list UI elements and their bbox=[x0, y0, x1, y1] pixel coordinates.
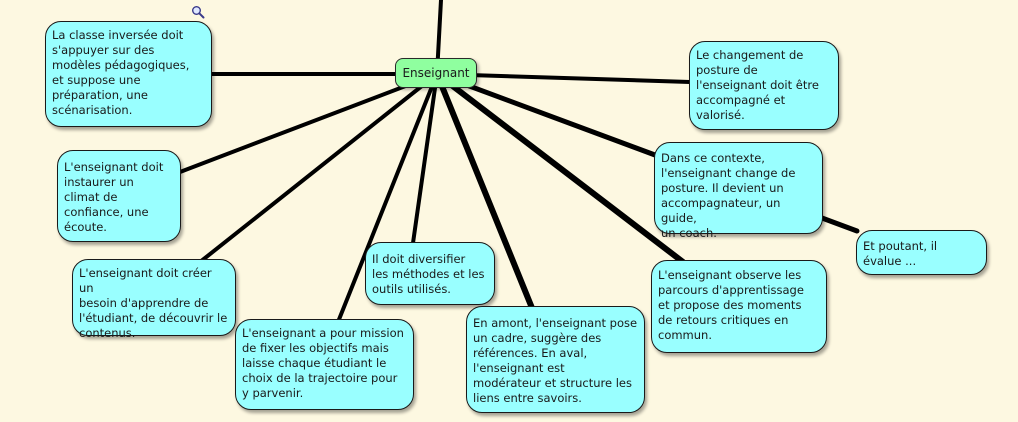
magnifier-icon[interactable] bbox=[191, 5, 205, 19]
node-observe-parcours[interactable]: L'enseignant observe les parcours d'appr… bbox=[651, 260, 827, 353]
link-center-n7 bbox=[411, 72, 439, 245]
link-center-n10 bbox=[434, 71, 535, 311]
node-climat-confiance[interactable]: L'enseignant doit instaurer un climat de… bbox=[57, 150, 181, 242]
node-evalue[interactable]: Et poutant, il évalue ... bbox=[856, 230, 987, 275]
link-center-n2 bbox=[435, 72, 692, 84]
node-contexte-posture[interactable]: Dans ce contexte, l'enseignant change de… bbox=[654, 142, 823, 240]
link-n4-n5 bbox=[819, 215, 860, 234]
node-changement-posture[interactable]: Le changement de posture de l'enseignant… bbox=[689, 41, 839, 130]
node-amont-aval[interactable]: En amont, l'enseignant pose un cadre, su… bbox=[466, 306, 645, 413]
central-topic-enseignant[interactable]: Enseignant bbox=[395, 58, 477, 88]
link-center-n8 bbox=[434, 71, 686, 265]
link-center-n6 bbox=[198, 72, 439, 264]
link-center-n9 bbox=[336, 72, 439, 324]
node-besoin-apprendre[interactable]: L'enseignant doit créer un besoin d'appr… bbox=[72, 259, 236, 340]
node-diversifier-methodes[interactable]: Il doit diversifier les méthodes et les … bbox=[365, 242, 495, 305]
link-center-n3 bbox=[178, 72, 439, 174]
link-center-n4 bbox=[434, 71, 658, 158]
node-classe-inversee[interactable]: La classe inversée doit s'appuyer sur de… bbox=[45, 21, 212, 127]
node-mission-objectifs[interactable]: L'enseignant a pour mission de fixer les… bbox=[235, 319, 414, 410]
